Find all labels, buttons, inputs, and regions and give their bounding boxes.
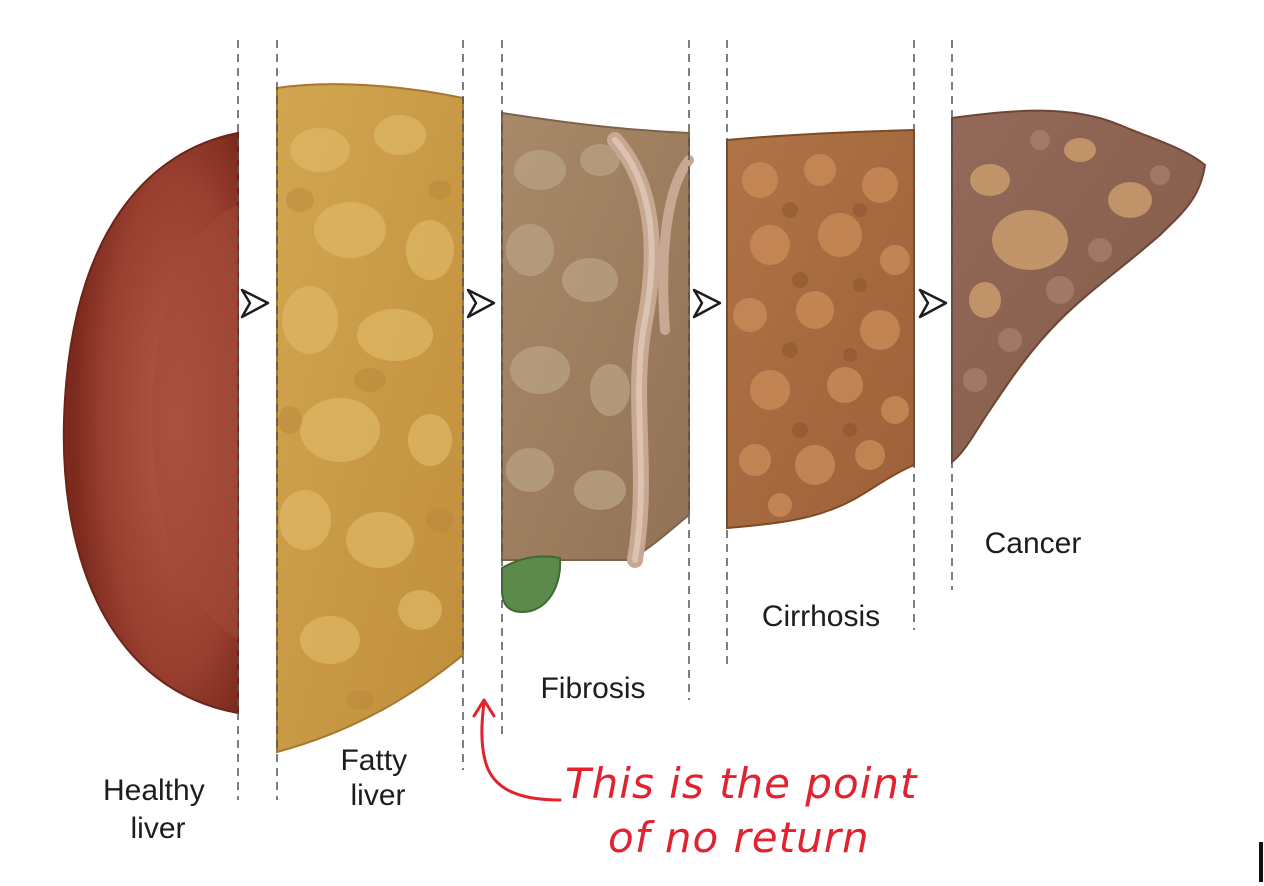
annotation-arrow	[472, 698, 562, 802]
healthy-liver-segment	[62, 131, 239, 715]
cirrhosis-segment	[726, 128, 915, 530]
annotation-text: This is the point of no return	[565, 759, 932, 862]
separator-lines	[237, 40, 953, 800]
fibrosis-segment	[501, 111, 694, 568]
stage-label-healthy: Healthy liver	[103, 774, 213, 845]
stage-label-cancer: Cancer	[985, 527, 1082, 560]
fatty-liver-segment	[276, 83, 464, 754]
arrow-icon	[466, 288, 496, 319]
gallbladder	[501, 555, 562, 614]
cancer-segment	[951, 109, 1207, 465]
stage-label-fatty: Fatty liver	[340, 744, 415, 812]
stage-label-cirrhosis: Cirrhosis	[762, 600, 880, 633]
stage-label-fibrosis: Fibrosis	[540, 672, 645, 705]
progression-arrows	[240, 288, 948, 319]
arrow-icon	[918, 288, 948, 319]
arrow-icon	[692, 288, 722, 319]
edge-mark	[1259, 842, 1263, 882]
arrow-icon	[240, 288, 270, 319]
